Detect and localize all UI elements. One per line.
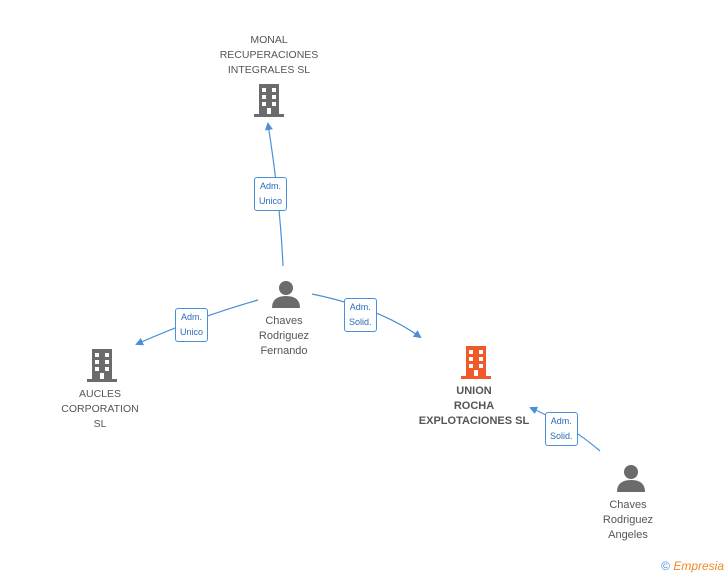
edge-label-angeles-union: Adm. Solid.: [545, 412, 578, 446]
building-icon[interactable]: [254, 84, 284, 117]
node-label-angeles[interactable]: Chaves Rodriguez Angeles: [602, 499, 654, 541]
building-icon[interactable]: [461, 346, 491, 379]
edge-label-fernando-monal: Adm. Unico: [254, 177, 288, 211]
edge-label-fernando-union: Adm. Solid.: [344, 298, 377, 332]
person-icon[interactable]: [617, 465, 645, 492]
node-label-aucles[interactable]: AUCLES CORPORATION SL: [61, 388, 139, 430]
brand-logo: Empresia: [673, 559, 724, 573]
footer-brand[interactable]: © Empresia: [661, 559, 724, 573]
person-icon[interactable]: [272, 281, 300, 308]
edge-label-fernando-aucles: Adm. Unico: [175, 308, 209, 342]
node-label-monal[interactable]: MONAL RECUPERACIONES INTEGRALES SL: [219, 34, 319, 76]
node-label-union[interactable]: UNION ROCHA EXPLOTACIONES SL: [418, 385, 530, 427]
node-label-fernando[interactable]: Chaves Rodriguez Fernando: [258, 315, 310, 357]
copyright-symbol: ©: [661, 559, 670, 573]
building-icon[interactable]: [87, 349, 117, 382]
